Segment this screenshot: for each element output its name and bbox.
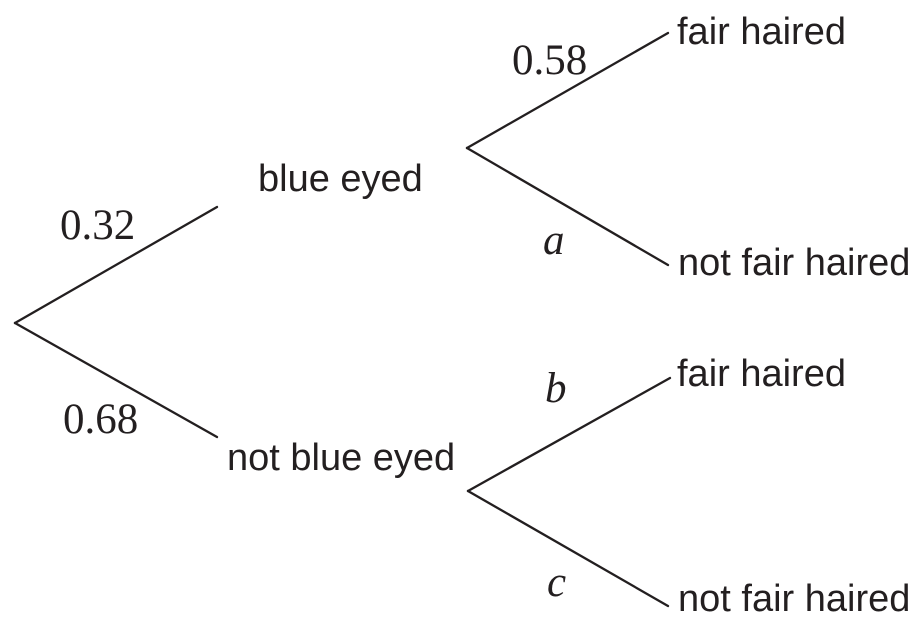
probability-label-blue-eyed: 0.32 (60, 202, 136, 249)
branch-line-blue-not-fair (465, 146, 670, 267)
probability-label-notblue-fair: b (545, 365, 567, 412)
node-label-blue-fair-haired: fair haired (677, 11, 846, 53)
probability-label-blue-fair: 0.58 (512, 37, 588, 84)
node-label-notblue-fair-haired: fair haired (677, 353, 846, 395)
branch-line-blue-fair (465, 31, 670, 150)
branch-line-blue-eyed (13, 205, 219, 325)
node-label-blue-eyed: blue eyed (258, 158, 423, 200)
node-label-blue-not-fair-haired: not fair haired (678, 242, 911, 284)
node-label-notblue-not-fair-haired: not fair haired (678, 578, 911, 620)
branch-line-notblue-fair (466, 376, 672, 493)
probability-label-notblue-not-fair: c (547, 559, 567, 606)
branch-line-notblue-not-fair (466, 489, 670, 608)
branch-line-not-blue-eyed (13, 321, 219, 439)
probability-label-blue-not-fair: a (543, 217, 565, 264)
node-label-not-blue-eyed: not blue eyed (227, 437, 456, 479)
probability-label-not-blue-eyed: 0.68 (63, 396, 139, 443)
